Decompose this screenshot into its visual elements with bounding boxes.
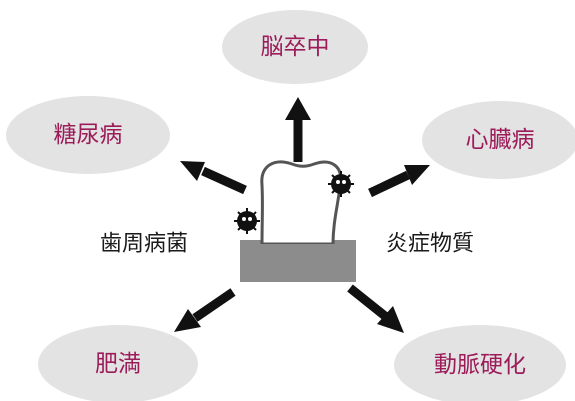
arrow-to-diabetes [180, 161, 247, 195]
node-arteriosclerosis-bubble [394, 325, 566, 401]
arrow-to-obesity [174, 288, 236, 332]
arrow-to-heart-disease [368, 165, 430, 198]
label-periodontal-bacteria: 歯周病菌 [100, 232, 188, 257]
node-heart-disease: 心臓病 [422, 101, 575, 179]
node-diabetes: 糖尿病 [6, 96, 170, 174]
gum-front [240, 244, 356, 282]
node-obesity-label: 肥満 [95, 351, 141, 377]
tooth-shape [260, 160, 343, 246]
bacteria-icon [328, 171, 354, 197]
node-obesity-bubble [38, 325, 198, 401]
node-obesity: 肥満 [38, 325, 198, 401]
tooth-illustration [234, 160, 356, 282]
label-inflammatory-substances: 炎症物質 [386, 232, 474, 257]
node-diabetes-label: 糖尿病 [54, 122, 123, 148]
arrow-to-arteriosclerosis [347, 284, 404, 333]
node-diabetes-bubble [6, 96, 170, 174]
node-stroke-label: 脳卒中 [261, 34, 330, 60]
bacteria-icon [234, 208, 260, 234]
node-heart-disease-label: 心臓病 [466, 127, 535, 153]
node-arteriosclerosis: 動脈硬化 [394, 325, 566, 401]
node-arteriosclerosis-label: 動脈硬化 [434, 352, 526, 378]
node-heart-disease-bubble [422, 101, 575, 179]
node-stroke: 脳卒中 [222, 10, 368, 84]
arrow-to-stroke [285, 97, 311, 162]
node-stroke-bubble [222, 10, 368, 84]
